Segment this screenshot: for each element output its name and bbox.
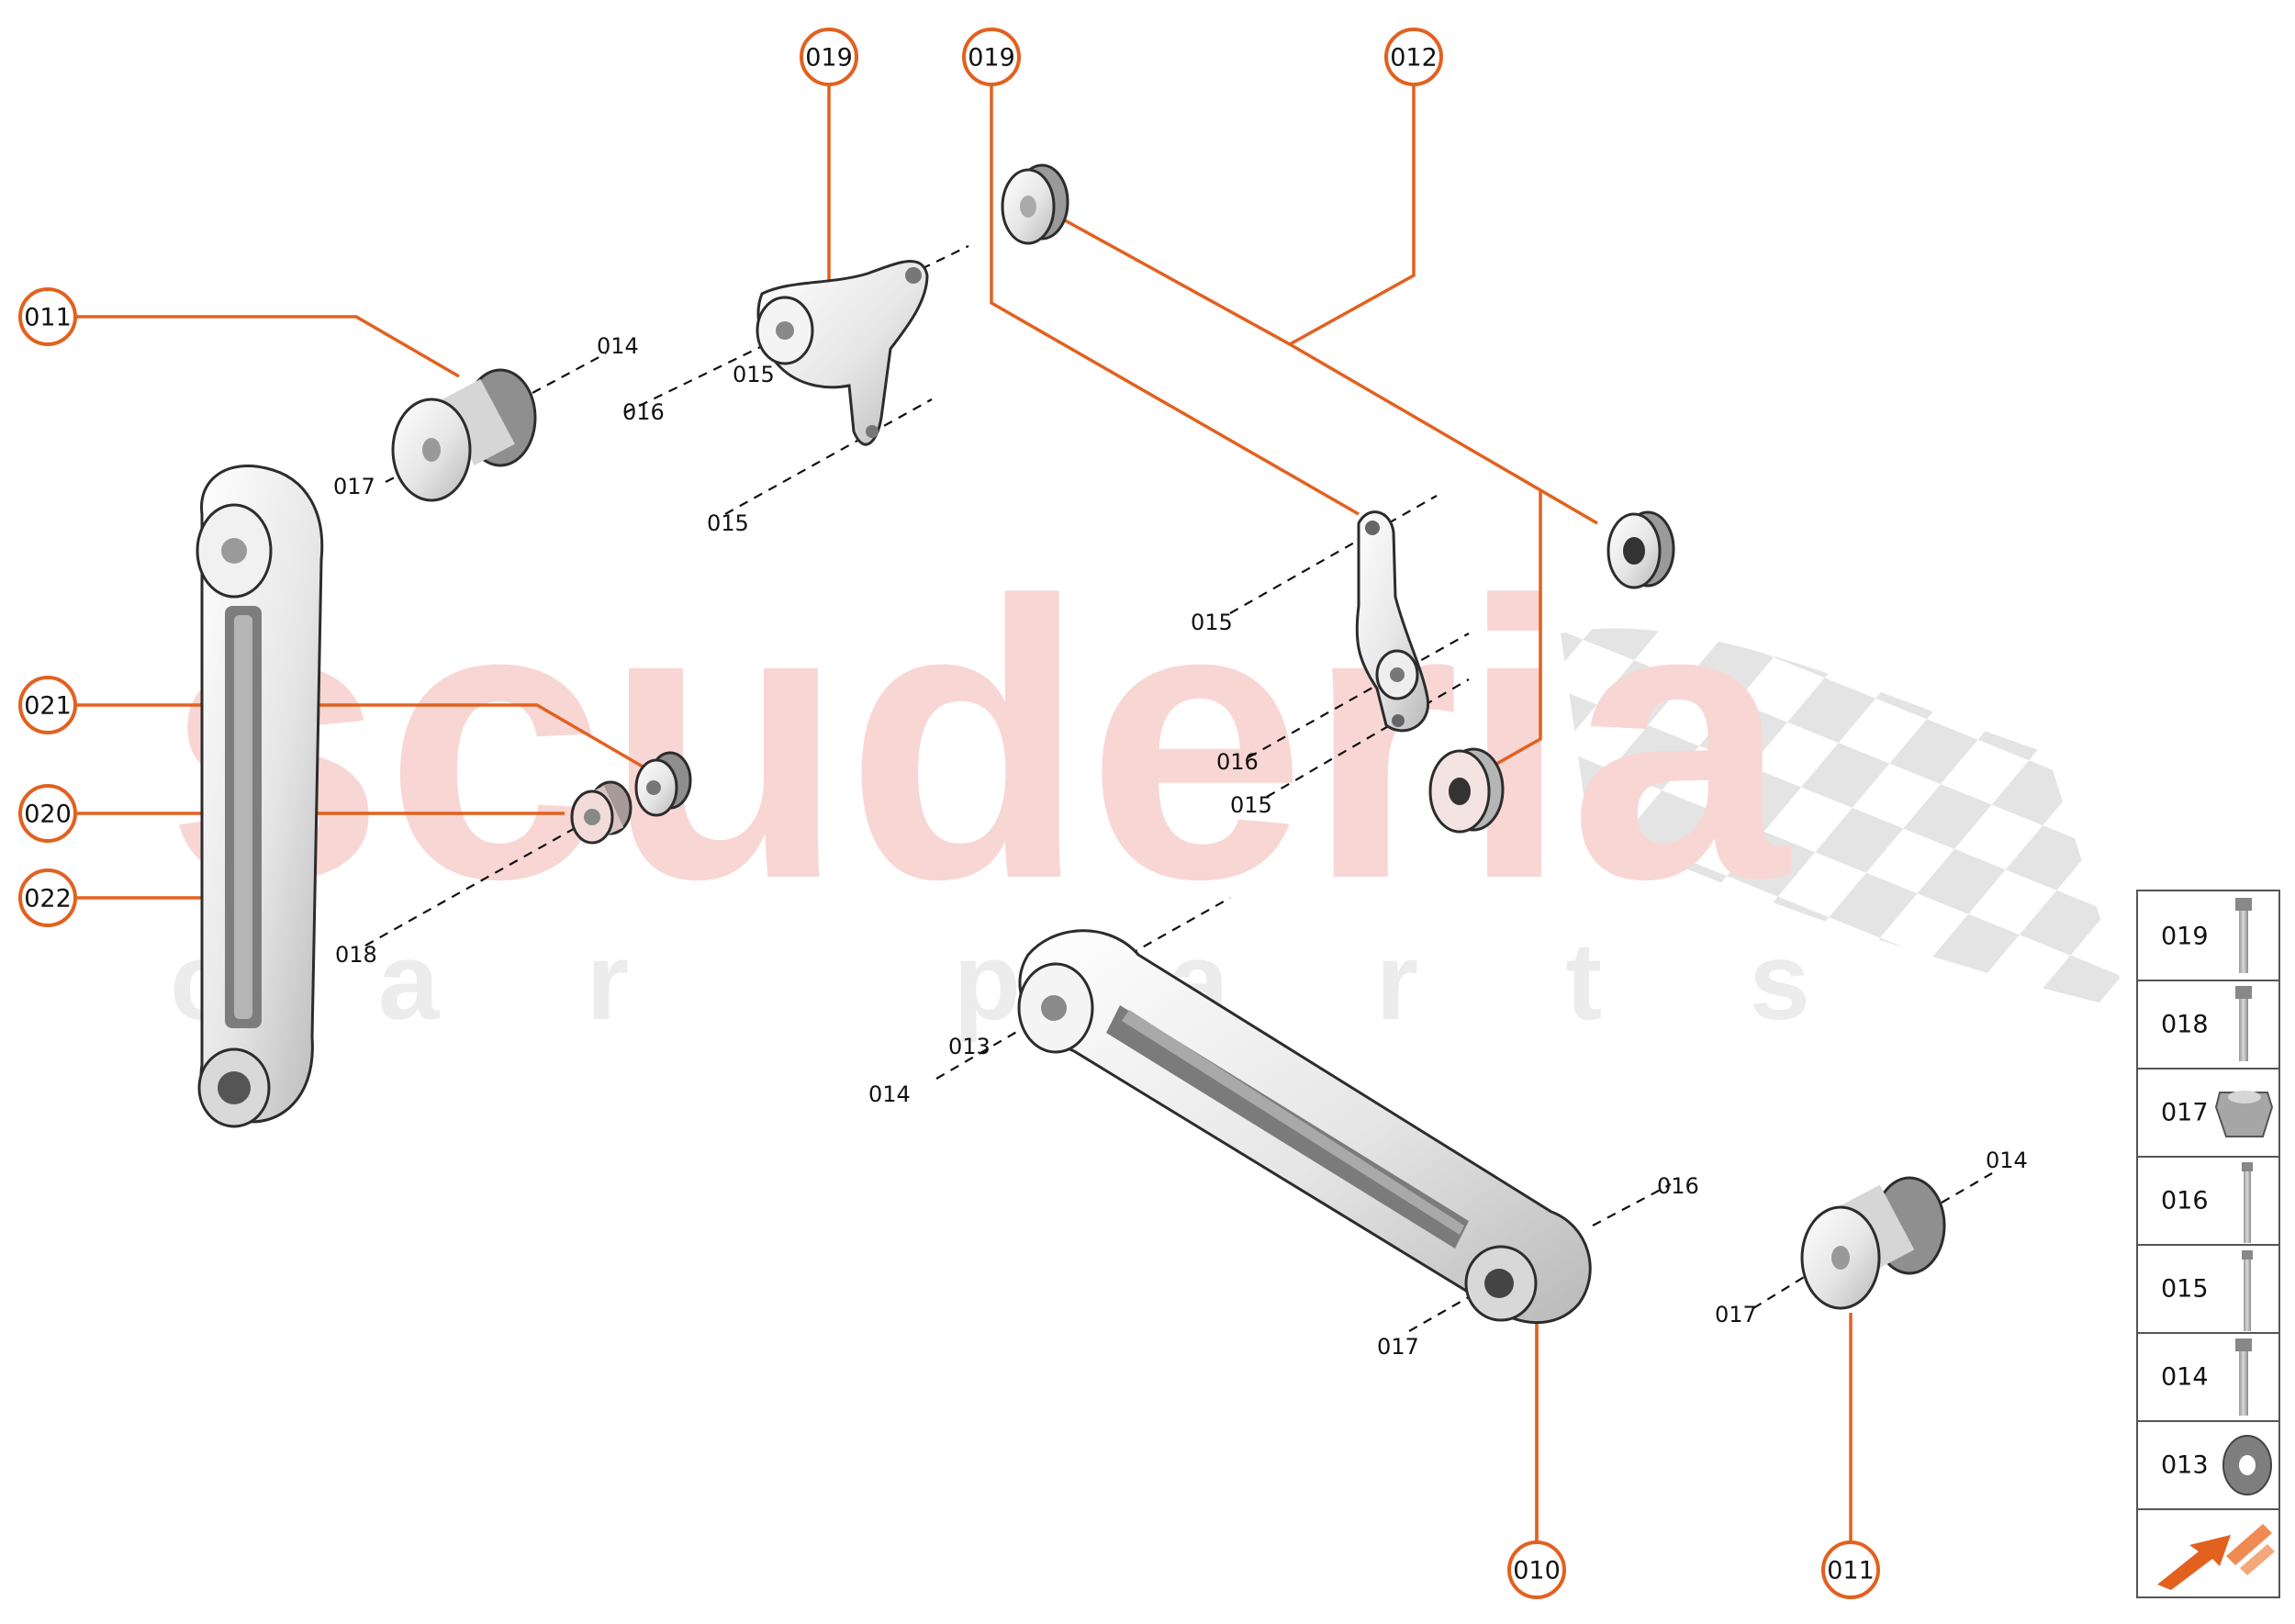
callout-label: 019 bbox=[968, 44, 1015, 73]
cap-top bbox=[1001, 163, 1069, 245]
part-label: 013 bbox=[948, 1034, 991, 1059]
legend-row-019[interactable]: 019 bbox=[2161, 898, 2252, 973]
legend-code: 018 bbox=[2161, 1011, 2209, 1039]
cap-right bbox=[1606, 510, 1675, 589]
vertical-link-022 bbox=[196, 464, 324, 1128]
bushing-upper-left bbox=[391, 368, 537, 502]
watermark: scuderia car parts bbox=[165, 521, 2130, 1043]
leader-019-right bbox=[990, 80, 1360, 516]
part-labels: 014 016 015 015 017 015 016 015 018 013 … bbox=[333, 333, 2028, 1360]
callout-label: 021 bbox=[24, 692, 72, 721]
part-label: 017 bbox=[1377, 1334, 1419, 1360]
legend-row-017[interactable]: 017 bbox=[2161, 1091, 2274, 1137]
watermark-brand: scuderia bbox=[165, 521, 1791, 961]
part-label: 015 bbox=[707, 510, 749, 536]
callout-label: 019 bbox=[805, 44, 853, 73]
part-label: 016 bbox=[1657, 1173, 1699, 1199]
hex-nut-icon bbox=[2214, 1091, 2274, 1137]
bracket-upper bbox=[756, 260, 929, 446]
lower-link-010 bbox=[1017, 929, 1592, 1325]
legend-code: 019 bbox=[2161, 923, 2209, 951]
long-bolt-icon bbox=[2242, 1162, 2253, 1243]
legend-code: 014 bbox=[2161, 1363, 2209, 1392]
fastener-legend: 019 018 017 016 bbox=[2136, 890, 2280, 1598]
part-label: 016 bbox=[622, 399, 665, 425]
washer-icon bbox=[2222, 1435, 2272, 1495]
legend-code: 013 bbox=[2161, 1451, 2209, 1480]
bracket-mid bbox=[1355, 510, 1429, 733]
callout-label: 022 bbox=[24, 885, 72, 913]
cap-lower bbox=[1428, 747, 1505, 834]
callout-020[interactable]: 020 bbox=[18, 784, 77, 843]
flange-bolt-icon bbox=[2235, 986, 2252, 1061]
callout-label: 012 bbox=[1390, 44, 1438, 73]
callout-010[interactable]: 010 bbox=[1507, 1540, 1566, 1599]
part-label: 015 bbox=[1230, 792, 1272, 818]
part-label: 014 bbox=[597, 333, 639, 359]
callout-label: 011 bbox=[1827, 1557, 1875, 1585]
legend-row-018[interactable]: 018 bbox=[2161, 986, 2252, 1061]
part-label: 014 bbox=[1986, 1148, 2028, 1173]
callout-019-left[interactable]: 019 bbox=[800, 28, 858, 86]
part-label: 015 bbox=[733, 362, 775, 387]
parts bbox=[196, 163, 1946, 1325]
callouts: 019 019 012 011 021 020 022 010 bbox=[18, 28, 1880, 1599]
flange-bolt-icon bbox=[2235, 1338, 2252, 1416]
callout-label: 011 bbox=[24, 304, 72, 332]
leader-012-c bbox=[1491, 491, 1542, 768]
flange-bolt-icon bbox=[2235, 898, 2252, 973]
long-bolt-icon bbox=[2242, 1250, 2253, 1331]
bushing-lower-right bbox=[1800, 1176, 1946, 1310]
callout-label: 020 bbox=[24, 801, 72, 829]
callout-label: 010 bbox=[1513, 1557, 1561, 1585]
part-label: 018 bbox=[335, 942, 377, 968]
part-label: 014 bbox=[868, 1081, 911, 1107]
legend-row-015[interactable]: 015 bbox=[2161, 1250, 2253, 1331]
callout-011-bottom[interactable]: 011 bbox=[1821, 1540, 1880, 1599]
leader-011-left bbox=[72, 315, 460, 378]
legend-code: 015 bbox=[2161, 1275, 2209, 1304]
callout-021[interactable]: 021 bbox=[18, 676, 77, 734]
callout-022[interactable]: 022 bbox=[18, 868, 77, 927]
spacer-021 bbox=[634, 751, 692, 817]
sleeve-020 bbox=[570, 780, 633, 845]
leader-012 bbox=[1064, 80, 1416, 346]
legend-row-016[interactable]: 016 bbox=[2161, 1162, 2253, 1243]
callout-019-right[interactable]: 019 bbox=[962, 28, 1021, 86]
part-label: 016 bbox=[1216, 749, 1259, 775]
legend-row-013[interactable]: 013 bbox=[2161, 1435, 2272, 1495]
checkered-flag-watermark bbox=[1561, 628, 2130, 1010]
part-label: 017 bbox=[1715, 1302, 1757, 1327]
legend-row-014[interactable]: 014 bbox=[2161, 1338, 2252, 1416]
callout-012[interactable]: 012 bbox=[1384, 28, 1443, 86]
part-label: 015 bbox=[1191, 610, 1233, 635]
direction-arrow-icon bbox=[2157, 1524, 2275, 1590]
legend-code: 016 bbox=[2161, 1187, 2209, 1215]
part-label: 017 bbox=[333, 474, 375, 499]
legend-code: 017 bbox=[2161, 1099, 2209, 1127]
leader-lines bbox=[72, 80, 1853, 1572]
watermark-tagline: car parts bbox=[170, 920, 1957, 1043]
leader-012-b bbox=[1289, 342, 1598, 525]
callout-011-left[interactable]: 011 bbox=[18, 287, 77, 346]
